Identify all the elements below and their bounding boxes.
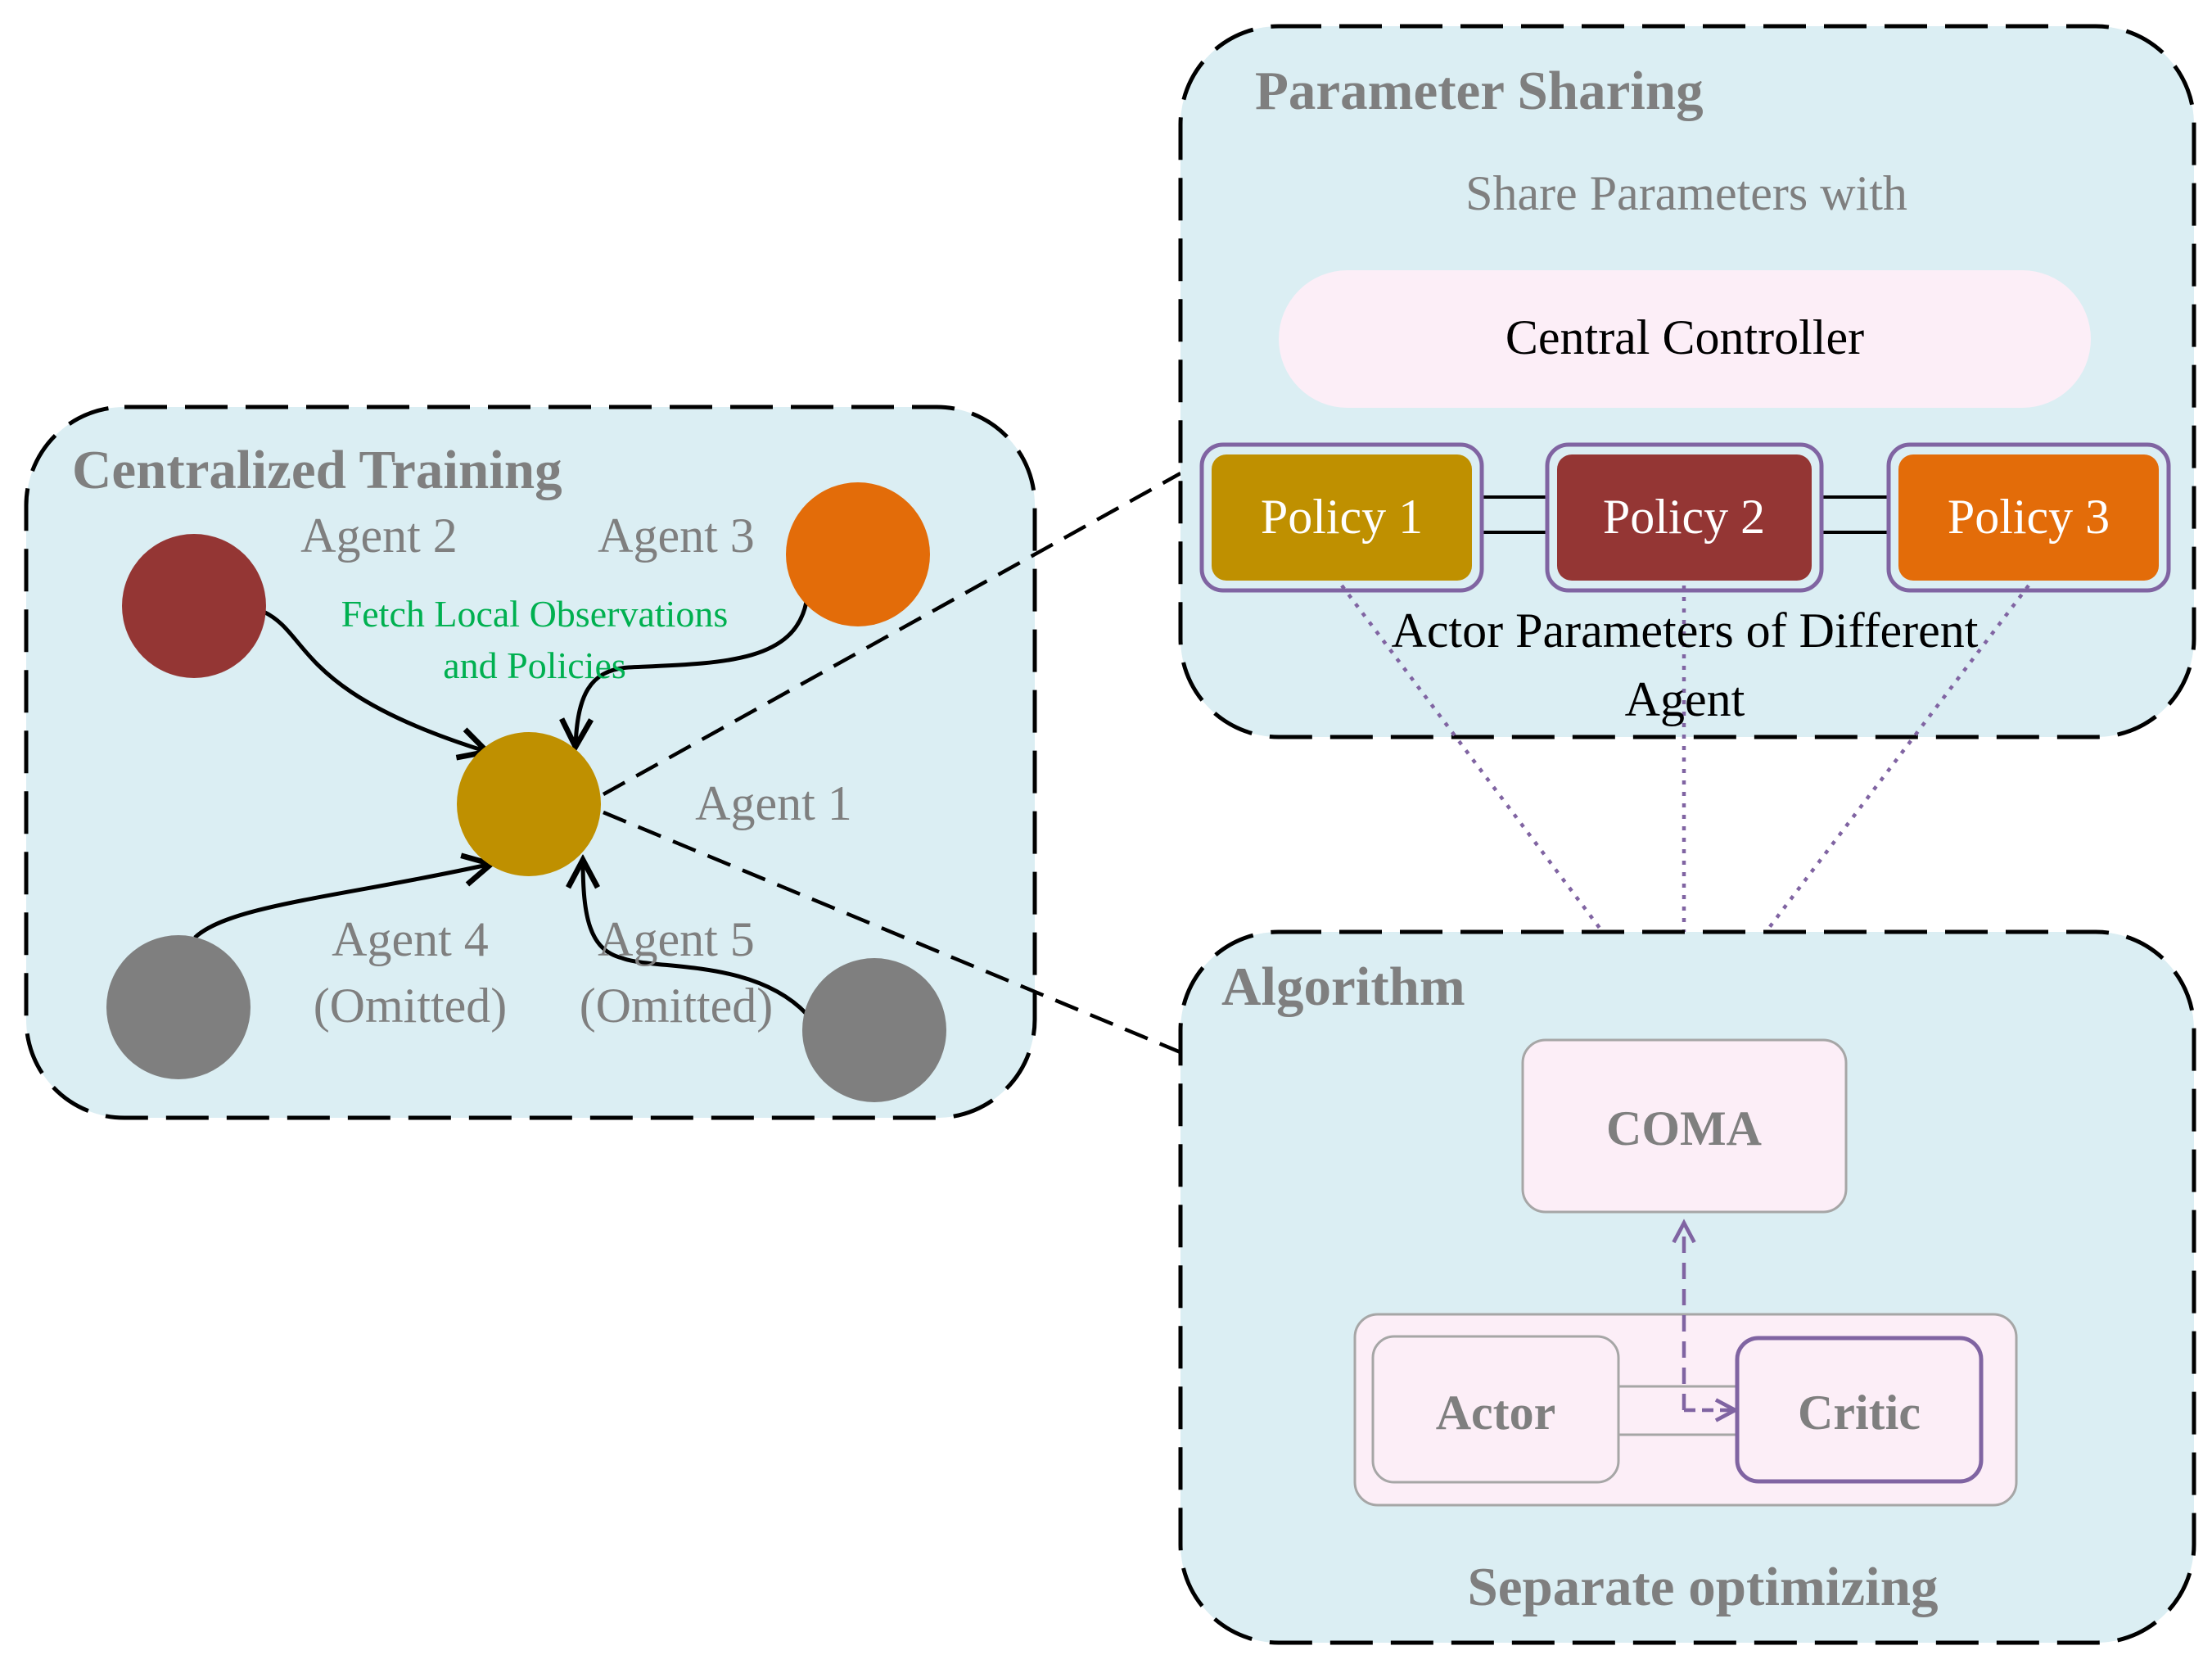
coma-label: COMA bbox=[1606, 1101, 1762, 1155]
share-parameters-text: Share Parameters with bbox=[1465, 166, 1907, 220]
policy-2-box bbox=[1557, 454, 1812, 581]
agent-3-node bbox=[786, 482, 930, 626]
central-controller-box bbox=[1279, 270, 2091, 408]
actor-box bbox=[1371, 1335, 1620, 1484]
agent-5-omitted-label: (Omitted) bbox=[580, 979, 774, 1033]
policy-1-frame bbox=[1199, 442, 1484, 593]
fetch-note-line2: and Policies bbox=[443, 644, 626, 686]
agent-4-label: Agent 4 bbox=[332, 912, 489, 966]
arrow-agent4-to-agent1 bbox=[193, 864, 491, 939]
agent-3-label: Agent 3 bbox=[598, 509, 755, 563]
agent-4-node bbox=[106, 935, 251, 1079]
agent-5-node bbox=[802, 958, 946, 1102]
centralized-training-title: Centralized Training bbox=[72, 440, 562, 500]
agent-5-label: Agent 5 bbox=[598, 912, 755, 966]
centralized-training-panel: Centralized Training Agent 2 Agent 3 Age… bbox=[24, 405, 1037, 1120]
parameter-sharing-title: Parameter Sharing bbox=[1255, 61, 1704, 121]
policy-1-label: Policy 1 bbox=[1261, 490, 1423, 544]
critic-label: Critic bbox=[1798, 1386, 1921, 1440]
policy-3-box bbox=[1898, 454, 2159, 581]
arrow-agent2-to-agent1 bbox=[262, 609, 487, 752]
policy-1: Policy 1 bbox=[1199, 442, 1484, 593]
agent-1-label: Agent 1 bbox=[695, 776, 852, 830]
policy-3-frame bbox=[1886, 442, 2171, 593]
algorithm-panel: Algorithm COMA Actor Critic Separate opt… bbox=[1178, 929, 2196, 1645]
dotted-policy3-to-coma bbox=[1682, 584, 2030, 1042]
policy-2-frame bbox=[1545, 442, 1824, 593]
algorithm-title: Algorithm bbox=[1221, 956, 1465, 1017]
central-controller-label: Central Controller bbox=[1506, 310, 1864, 364]
policy-3: Policy 3 bbox=[1886, 442, 2171, 593]
algorithm-box bbox=[1178, 929, 2196, 1645]
arrow-agent5-to-agent1 bbox=[583, 860, 808, 1015]
parameter-sharing-panel: Parameter Sharing Share Parameters with … bbox=[1178, 24, 2196, 739]
separate-optimizing-label: Separate optimizing bbox=[1467, 1557, 1938, 1617]
fetch-note-line1: Fetch Local Observations bbox=[341, 593, 729, 635]
coma-box bbox=[1521, 1038, 1848, 1214]
agent-2-label: Agent 2 bbox=[300, 509, 458, 563]
agent-4-omitted-label: (Omitted) bbox=[314, 979, 508, 1033]
link-agent1-to-parameter-sharing bbox=[602, 472, 1182, 796]
link-agent1-to-algorithm bbox=[603, 810, 1181, 1055]
agent-2-node bbox=[122, 534, 266, 678]
actor-label: Actor bbox=[1436, 1386, 1556, 1440]
policy-1-box bbox=[1212, 454, 1472, 581]
policy-2: Policy 2 bbox=[1545, 442, 1824, 593]
agent-1-node bbox=[457, 732, 601, 876]
actor-parameters-line1: Actor Parameters of Different bbox=[1392, 604, 1979, 658]
arrow-agent3-to-agent1 bbox=[576, 601, 809, 747]
policy-2-label: Policy 2 bbox=[1603, 490, 1765, 544]
actor-parameters-line2: Agent bbox=[1625, 672, 1745, 726]
policy-3-label: Policy 3 bbox=[1948, 490, 2110, 544]
dotted-policy1-to-coma bbox=[1340, 584, 1686, 1042]
